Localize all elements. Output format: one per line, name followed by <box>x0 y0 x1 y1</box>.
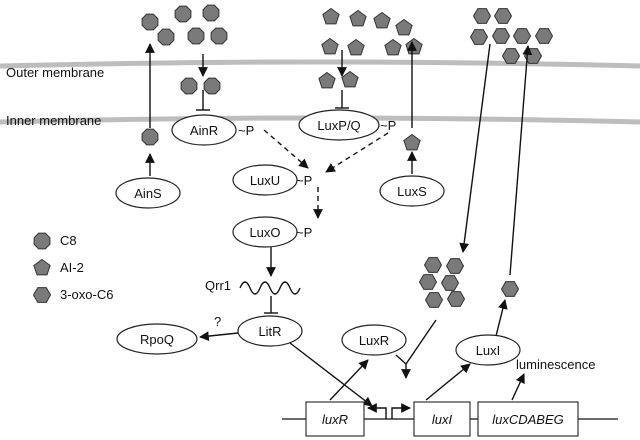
ainr-node: AinR <box>171 114 237 146</box>
legend: C8 AI-2 3-oxo-C6 <box>32 232 113 303</box>
luxr-label: LuxR <box>359 333 389 348</box>
c8-molecule <box>141 128 159 146</box>
3-oxo-c6-molecule <box>32 287 52 303</box>
arrow-luxi-gene-to-protein <box>425 363 471 401</box>
litr-node: LitR <box>237 315 303 347</box>
luxu-phospho: ~P <box>296 173 312 188</box>
3-oxo-c6-molecule <box>501 48 521 64</box>
autoinducer-to-junction <box>405 319 437 365</box>
c8-molecule <box>180 77 198 95</box>
luxs-label: LuxS <box>397 184 427 199</box>
arrow-luxr-gene-to-protein <box>329 359 369 401</box>
legend-icons <box>32 232 52 303</box>
luxs-node: LuxS <box>379 175 445 207</box>
luxu-label: LuxU <box>250 173 280 188</box>
legend-label-c8: C8 <box>60 233 77 248</box>
c8-molecule <box>33 232 51 250</box>
3-oxo-c6-molecule <box>440 275 460 291</box>
luxo-label: LuxO <box>249 225 280 240</box>
arrow-luxcdabeg-to-luminescence <box>511 373 525 401</box>
c8-molecule <box>174 5 192 23</box>
arrow-ainr-phospho-to-luxu <box>263 129 309 169</box>
ai2-molecule <box>349 9 367 27</box>
luxi-node: LuxI <box>455 334 521 366</box>
luxr-to-junction <box>395 354 407 365</box>
ainr-label: AinR <box>190 123 218 138</box>
3-oxo-c6-molecule <box>418 274 438 290</box>
3-oxo-c6-molecule <box>469 29 489 45</box>
pathway-arrows <box>145 41 533 407</box>
c8-molecule <box>202 4 220 22</box>
3-oxo-c6-molecule <box>491 28 511 44</box>
luminescence-label: luminescence <box>516 357 596 372</box>
qrr1-srna: Qrr1 <box>205 278 301 295</box>
qrr1-label: Qrr1 <box>205 278 231 293</box>
arrow-3oxoc6-export <box>509 45 533 276</box>
ai2-molecule <box>322 7 340 25</box>
c8-molecule <box>157 28 175 46</box>
ai2-molecule <box>384 38 402 56</box>
luxi-gene-box <box>413 401 471 437</box>
luxr-promoter-arrow <box>367 403 387 419</box>
arrow-litr-to-luxr-gene <box>289 342 373 407</box>
arrow-luxi-to-3oxoc6 <box>495 299 508 337</box>
luxr-gene-box <box>305 401 365 437</box>
luxcdabeg-gene-label: luxCDABEG <box>492 412 564 427</box>
3-oxo-c6-molecule <box>423 257 443 273</box>
c8-molecule <box>187 27 205 45</box>
signal-molecules <box>141 4 554 308</box>
arrow-luxpq-phospho-to-luxu <box>325 132 389 173</box>
luxi-label: LuxI <box>476 343 501 358</box>
ains-label: AinS <box>134 186 162 201</box>
luxo-phospho: ~P <box>296 225 312 240</box>
luxr-gene-label: luxR <box>322 412 348 427</box>
3-oxo-c6-molecule <box>512 28 532 44</box>
ai2-molecule <box>405 37 423 55</box>
luxpq-node: LuxP/Q <box>298 109 380 141</box>
luxpq-phospho: ~P <box>380 118 396 133</box>
3-oxo-c6-molecule <box>493 8 513 24</box>
ai2-molecule <box>347 38 365 56</box>
outer-membrane-label: Outer membrane <box>6 65 104 80</box>
inner-membrane-label: Inner membrane <box>6 113 101 128</box>
arrow-3oxoc6-import <box>459 43 491 253</box>
ai2-molecule <box>341 70 359 88</box>
rpoq-question-mark: ? <box>214 314 221 329</box>
3-oxo-c6-molecule <box>500 281 520 297</box>
3-oxo-c6-molecule <box>534 28 554 44</box>
qrr1-wave <box>239 281 301 295</box>
luxo-node: LuxO <box>232 216 298 248</box>
ains-node: AinS <box>115 177 181 209</box>
3-oxo-c6-molecule <box>446 291 466 307</box>
luxi-promoter-arrow <box>391 403 411 419</box>
luxu-node: LuxU <box>232 164 298 196</box>
ai2-molecule <box>33 258 51 276</box>
rpoq-node: RpoQ <box>116 323 198 355</box>
luxi-gene-label: luxI <box>432 412 453 427</box>
litr-label: LitR <box>258 324 281 339</box>
c8-molecule <box>210 27 228 45</box>
ai2-molecule <box>395 18 413 36</box>
legend-label-ai2: AI-2 <box>60 260 84 275</box>
3-oxo-c6-molecule <box>424 292 444 308</box>
legend-label-3oxoc6: 3-oxo-C6 <box>60 287 113 302</box>
3-oxo-c6-molecule <box>445 258 465 274</box>
outer-membrane: Outer membrane <box>0 59 640 80</box>
ai2-molecule <box>318 71 336 89</box>
3-oxo-c6-molecule <box>472 8 492 24</box>
luxcdabeg-gene-box <box>477 401 579 437</box>
ai2-molecule <box>373 11 391 29</box>
rpoq-label: RpoQ <box>140 332 174 347</box>
c8-molecule <box>203 77 221 95</box>
arrow-litr-to-rpoq <box>199 331 239 341</box>
ai2-molecule <box>321 37 339 55</box>
ainr-phospho: ~P <box>238 123 254 138</box>
c8-molecule <box>141 13 159 31</box>
ai2-molecule <box>403 133 421 151</box>
luxpq-label: LuxP/Q <box>317 118 360 133</box>
luxr-node: LuxR <box>341 324 407 356</box>
lux-operon: luxR luxI luxCDABEG <box>282 401 618 437</box>
